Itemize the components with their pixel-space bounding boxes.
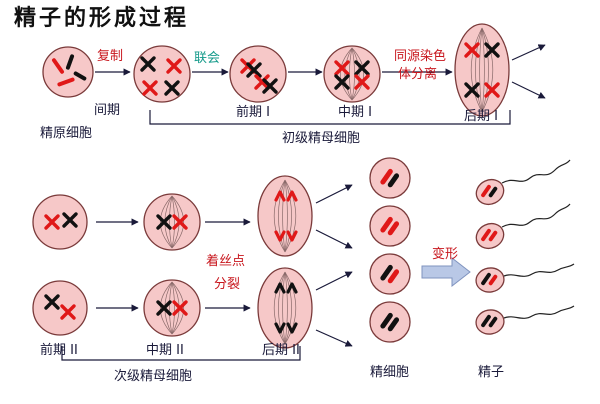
- label-metaphase2: 中期 II: [146, 343, 184, 358]
- cell-metaphase2-top: [143, 193, 201, 251]
- label-copy: 复制: [97, 49, 124, 64]
- arrow-split-down: [511, 81, 546, 99]
- cell-prophase2-top: [32, 194, 88, 250]
- label-centromere: 着丝点: [206, 254, 246, 269]
- bracket-secondary: [61, 346, 301, 361]
- arrow-transform: [421, 256, 471, 288]
- cell-anaphase1: [454, 23, 510, 117]
- label-metaphase1: 中期 I: [338, 105, 372, 120]
- spermatid-3: [369, 253, 411, 295]
- cell-metaphase1: [323, 45, 381, 103]
- sperm-3: [475, 263, 575, 293]
- arrow-a2-bottom-up: [315, 271, 353, 291]
- label-interphase: 间期: [94, 103, 121, 118]
- spermatid-4: [369, 301, 411, 343]
- label-anaphase2: 后期 II: [262, 343, 300, 358]
- label-homolog-line2: 体分离: [398, 67, 438, 82]
- cell-prophase1: [229, 45, 287, 103]
- arrow-split-up: [511, 44, 546, 61]
- arrow-a2-top-down: [315, 229, 353, 249]
- label-spermatid: 精细胞: [370, 365, 410, 380]
- cell-interphase-replicated: [133, 45, 191, 103]
- cell-anaphase2-top: [257, 175, 313, 257]
- cell-metaphase2-bottom: [143, 279, 201, 337]
- cell-prophase2-bottom: [32, 280, 88, 336]
- label-prophase1: 前期 I: [236, 105, 270, 120]
- sperm-1: [475, 159, 571, 206]
- arrow-a2-bottom-down: [315, 329, 353, 347]
- label-split: 分裂: [214, 277, 241, 292]
- cell-anaphase2-bottom: [257, 267, 313, 349]
- bracket-primary: [149, 110, 511, 125]
- cell-spermatogonium: [42, 46, 94, 98]
- sperm-2: [475, 203, 571, 250]
- sperm-4: [475, 305, 575, 335]
- label-spermatogonium: 精原细胞: [40, 126, 93, 141]
- arrow-a2-top-up: [315, 184, 353, 204]
- label-prophase2: 前期 II: [40, 343, 78, 358]
- label-transform: 变形: [432, 247, 459, 262]
- label-synapsis: 联会: [194, 51, 221, 66]
- label-secondary-spermatocyte: 次级精母细胞: [114, 369, 193, 384]
- label-primary-spermatocyte: 初级精母细胞: [282, 131, 361, 146]
- spermatid-1: [369, 157, 411, 199]
- label-homolog-line1: 同源染色: [394, 49, 447, 64]
- label-sperm: 精子: [478, 365, 505, 380]
- label-anaphase1: 后期 I: [464, 109, 498, 124]
- diagram-title: 精子的形成过程: [14, 6, 190, 31]
- spermatid-2: [369, 205, 411, 247]
